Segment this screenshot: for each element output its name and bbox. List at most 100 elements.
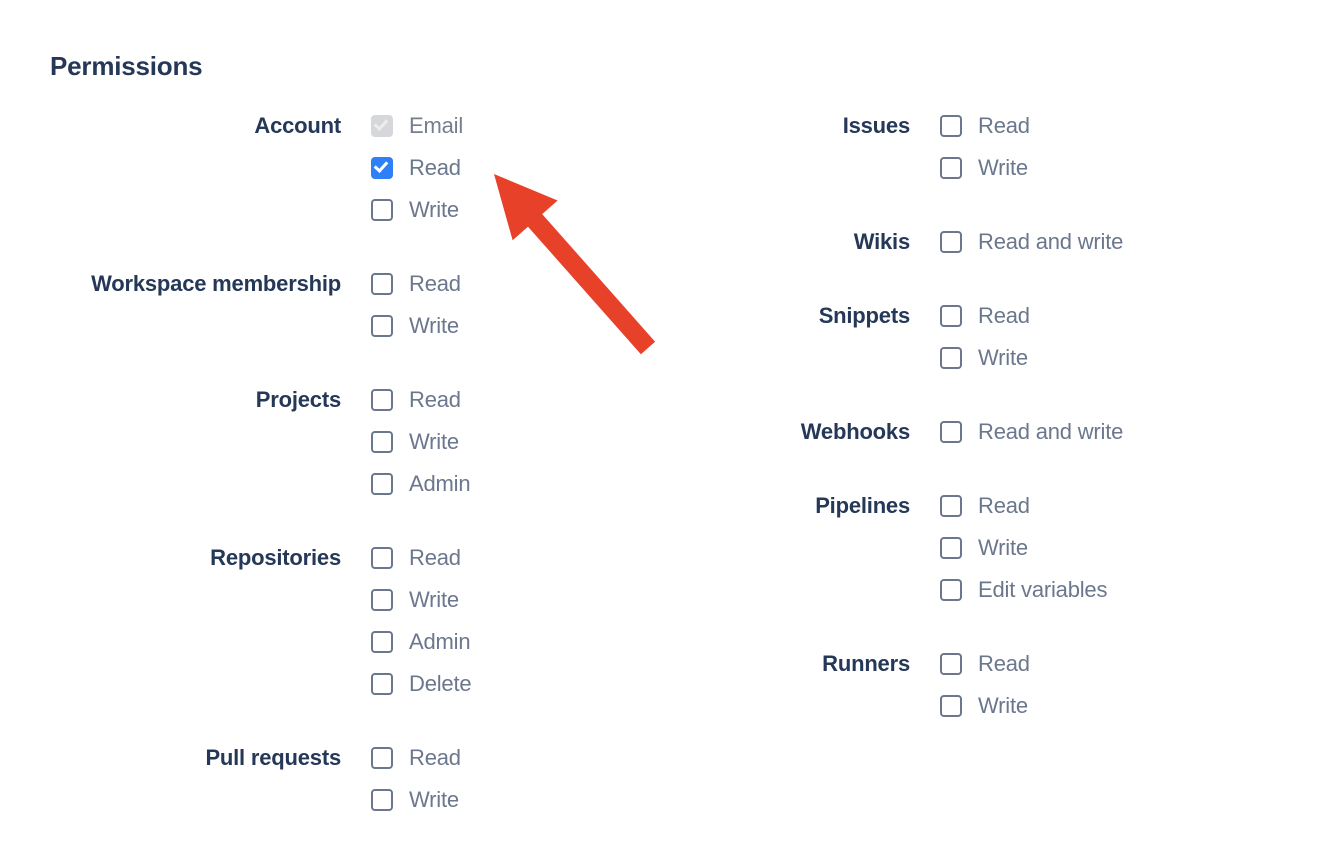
- permission-option-label[interactable]: Read: [978, 303, 1030, 328]
- permission-option-row: Read: [940, 295, 1322, 337]
- permission-option-label[interactable]: Write: [409, 313, 459, 338]
- permission-option-label: Email: [409, 113, 464, 138]
- checkbox-email: [371, 115, 393, 137]
- permission-option-label[interactable]: Write: [978, 345, 1028, 370]
- permission-option-row: Read: [371, 263, 660, 305]
- permission-group-label: Workspace membership: [91, 271, 341, 296]
- checkbox-write[interactable]: [371, 789, 393, 811]
- permission-option-row: Delete: [371, 663, 660, 705]
- permission-option-label[interactable]: Read: [409, 745, 461, 770]
- permission-option-row: Read: [371, 537, 660, 579]
- checkbox-read[interactable]: [940, 305, 962, 327]
- permission-option-label[interactable]: Read and write: [978, 419, 1124, 444]
- checkbox-read[interactable]: [940, 495, 962, 517]
- permission-option-row: Read: [371, 379, 660, 421]
- permission-group: Wikis Read and write: [660, 221, 1322, 263]
- checkbox-write[interactable]: [940, 347, 962, 369]
- checkbox-write[interactable]: [371, 315, 393, 337]
- checkbox-read[interactable]: [371, 389, 393, 411]
- permission-group-label: Wikis: [853, 229, 910, 254]
- permission-option-row: Read: [371, 147, 660, 189]
- check-icon: [373, 115, 389, 132]
- permission-option-label[interactable]: Write: [409, 429, 459, 454]
- permission-option-label[interactable]: Write: [409, 787, 459, 812]
- permission-group-label: Runners: [822, 651, 910, 676]
- permission-option-label[interactable]: Read: [409, 271, 461, 296]
- checkbox-write[interactable]: [940, 695, 962, 717]
- checkbox-read-and-write[interactable]: [940, 231, 962, 253]
- permission-option-label[interactable]: Edit variables: [978, 577, 1108, 602]
- checkbox-write[interactable]: [371, 199, 393, 221]
- checkbox-read[interactable]: [940, 653, 962, 675]
- permission-option-row: Write: [371, 421, 660, 463]
- checkbox-edit-variables[interactable]: [940, 579, 962, 601]
- permission-option-label[interactable]: Read: [409, 387, 461, 412]
- permission-group-label: Issues: [842, 113, 910, 138]
- permission-group-label: Snippets: [818, 303, 911, 328]
- permission-option-row: Read and write: [940, 411, 1322, 453]
- checkbox-read[interactable]: [371, 747, 393, 769]
- permission-option-row: Email: [371, 105, 660, 147]
- permission-option-row: Admin: [371, 621, 660, 663]
- permission-option-label[interactable]: Write: [409, 197, 459, 222]
- permission-option-label[interactable]: Write: [978, 693, 1028, 718]
- permission-option-label[interactable]: Write: [978, 155, 1028, 180]
- permission-option-row: Write: [371, 579, 660, 621]
- permission-option-list: Read and write: [910, 411, 1322, 453]
- permission-option-label[interactable]: Write: [409, 587, 459, 612]
- checkbox-read-and-write[interactable]: [940, 421, 962, 443]
- permission-option-row: Edit variables: [940, 569, 1322, 611]
- permission-option-row: Admin: [371, 463, 660, 505]
- checkbox-admin[interactable]: [371, 631, 393, 653]
- checkbox-write[interactable]: [371, 589, 393, 611]
- permission-option-label[interactable]: Delete: [409, 671, 472, 696]
- checkbox-write[interactable]: [940, 537, 962, 559]
- permission-option-row: Read and write: [940, 221, 1322, 263]
- permission-option-label[interactable]: Read: [978, 651, 1030, 676]
- permission-option-label[interactable]: Read: [409, 545, 461, 570]
- checkbox-read[interactable]: [371, 157, 393, 179]
- permission-option-label[interactable]: Read: [978, 113, 1030, 138]
- permission-group-label: Projects: [255, 387, 341, 412]
- checkbox-write[interactable]: [371, 431, 393, 453]
- permission-option-label[interactable]: Admin: [409, 471, 471, 496]
- permission-group-label: Repositories: [210, 545, 341, 570]
- checkbox-read[interactable]: [371, 273, 393, 295]
- checkbox-delete[interactable]: [371, 673, 393, 695]
- permission-option-label[interactable]: Admin: [409, 629, 471, 654]
- permission-option-row: Read: [940, 485, 1322, 527]
- checkbox-write[interactable]: [940, 157, 962, 179]
- permission-option-row: Write: [371, 189, 660, 231]
- permission-option-label[interactable]: Read: [409, 155, 461, 180]
- permission-option-row: Write: [940, 527, 1322, 569]
- permission-option-label[interactable]: Read: [978, 493, 1030, 518]
- checkbox-admin[interactable]: [371, 473, 393, 495]
- page-title: Permissions: [50, 51, 203, 81]
- check-icon: [373, 157, 389, 174]
- permission-group-label: Account: [254, 113, 341, 138]
- permission-option-label[interactable]: Write: [978, 535, 1028, 560]
- checkbox-read[interactable]: [371, 547, 393, 569]
- permission-option-row: Write: [940, 685, 1322, 727]
- checkbox-read[interactable]: [940, 115, 962, 137]
- permission-option-label[interactable]: Read and write: [978, 229, 1124, 254]
- permission-group-label: Pull requests: [205, 745, 341, 770]
- permission-option-list: Read and write: [910, 221, 1322, 263]
